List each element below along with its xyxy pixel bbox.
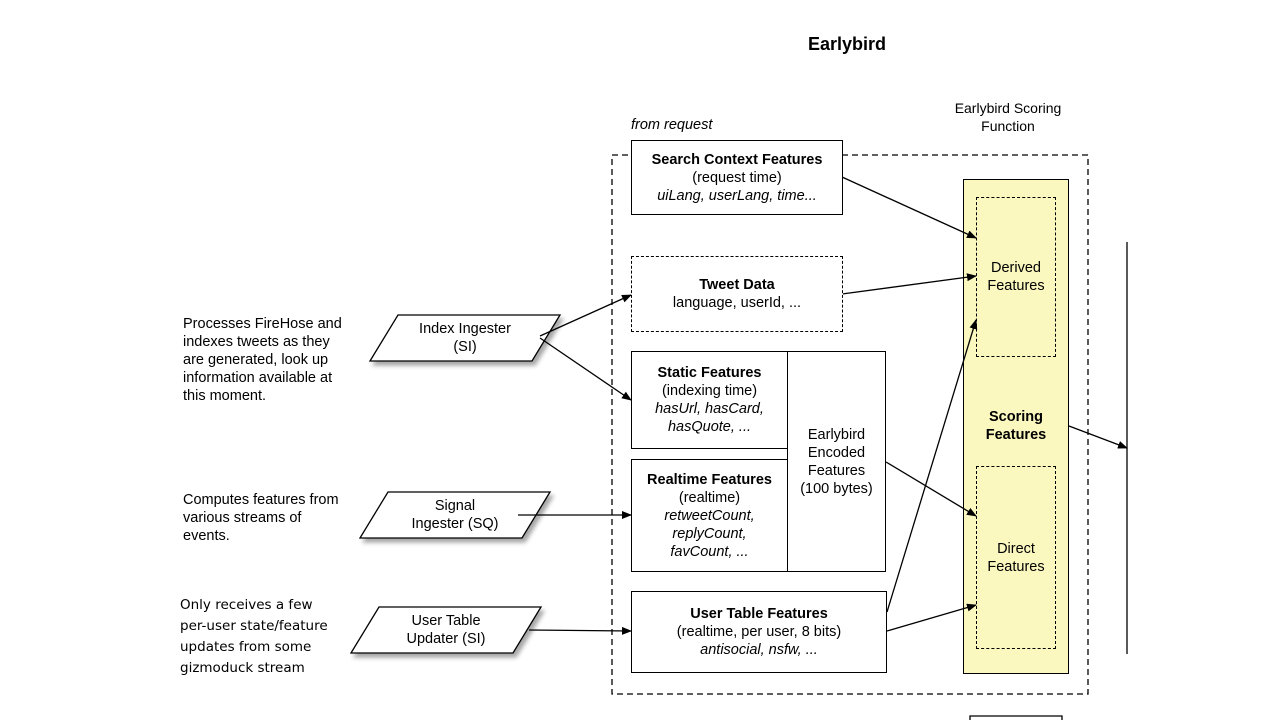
encoded-features-box[interactable]: Earlybird Encoded Features (100 bytes) [787,351,886,572]
signal-ingester-shape [358,491,552,539]
note-line: events. [183,528,230,544]
static-features-box[interactable]: Static Features (indexing time) hasUrl, … [631,351,788,449]
signal-ingester-line1: Signal [434,498,476,514]
earlybird-frame [611,154,1089,695]
note-line: updates from some [180,639,312,655]
user-table-updater-line1: User Table [411,613,481,629]
derived-features-box[interactable]: Derived Features [976,197,1056,357]
user-table-updater[interactable]: User Table Updater (SI) [365,612,527,648]
user-table-features-box[interactable]: User Table Features (realtime, per user,… [631,591,887,673]
realtime-features-box[interactable]: Realtime Features (realtime) retweetCoun… [631,459,788,572]
scoring-function-panel [963,179,1069,674]
note-line: Computes features from [183,492,339,508]
scoring-function-label: Earlybird Scoring Function [938,99,1078,135]
note-line: gizmoduck stream [180,660,305,676]
static-features-line3: hasQuote, ... [667,419,752,435]
signal-ingester[interactable]: Signal Ingester (SQ) [374,497,536,533]
scoring-function-label-line2: Function [981,118,1035,134]
scoring-features-label: Scoring Features [963,408,1069,444]
encoded-features-line4: (100 bytes) [800,480,873,497]
search-context-line1: (request time) [692,169,782,186]
tweet-data-title: Tweet Data [699,277,775,293]
user-table-features-line2: antisocial, nsfw, ... [700,642,818,658]
arrow-tweet-to-derived [841,273,977,295]
index-ingester-note: Processes FireHose and indexes tweets as… [183,315,342,405]
note-line: various streams of [183,510,302,526]
note-line: indexes tweets as they [183,334,330,350]
tweet-data-box[interactable]: Tweet Data language, userId, ... [631,256,843,332]
index-ingester-shape [368,314,562,362]
arrow-usertable-to-derived [886,319,978,613]
arrow-usertable-updater-to-features [528,626,632,635]
direct-features-line2: Features [987,558,1045,575]
direct-features-box[interactable]: Direct Features [976,466,1056,649]
from-request-label: from request [631,117,713,133]
arrow-index-to-static [539,337,632,401]
static-features-title: Static Features [657,365,762,381]
static-features-line2: hasUrl, hasCard, [655,401,764,417]
signal-ingester-note: Computes features from various streams o… [183,491,339,545]
partial-box-bottom [969,715,1063,720]
arrow-search-to-derived [841,176,977,239]
derived-features-line2: Features [987,278,1045,294]
realtime-features-line1: (realtime) [678,489,741,506]
derived-features-line1: Derived [991,260,1041,276]
search-context-line2: uiLang, userLang, time... [657,187,817,204]
user-table-updater-shape [349,606,543,654]
note-line: per-user state/feature [180,618,328,634]
note-line: Only receives a few [180,597,313,613]
arrow-usertable-to-direct [886,603,977,632]
search-context-title: Search Context Features [651,151,823,168]
direct-features-line1: Direct [997,540,1035,557]
scoring-features-line2: Features [985,427,1047,443]
user-table-features-title: User Table Features [690,606,828,622]
static-features-line1: (indexing time) [661,383,758,399]
user-table-note: Only receives a few per-user state/featu… [180,595,328,679]
note-line: information available at [183,370,333,386]
realtime-features-line4: favCount, ... [670,543,749,560]
scoring-function-label-line1: Earlybird Scoring [954,100,1062,116]
user-table-features-line1: (realtime, per user, 8 bits) [676,624,842,640]
scoring-features-line1: Scoring [989,409,1043,425]
encoded-features-line1: Earlybird [807,426,866,443]
encoded-features-line2: Encoded [807,444,866,461]
diagram-title: Earlybird [808,34,887,54]
arrow-index-to-tweet [539,294,632,337]
signal-ingester-line2: Ingester (SQ) [411,516,499,532]
note-line: this moment. [183,388,266,404]
index-ingester[interactable]: Index Ingester (SI) [384,320,546,356]
tweet-data-line1: language, userId, ... [672,295,802,311]
encoded-features-line3: Features [807,462,866,479]
note-line: Processes FireHose and [183,316,342,332]
note-line: are generated, look up [183,352,329,368]
index-ingester-line1: Index Ingester [419,321,511,337]
arrow-encoded-to-direct [885,461,977,517]
realtime-features-line3: replyCount, [672,525,747,542]
index-ingester-line2: (SI) [453,339,477,355]
search-context-features-box[interactable]: Search Context Features (request time) u… [631,140,843,215]
realtime-features-line2: retweetCount, [664,507,755,524]
arrow-scoring-to-output [1068,425,1128,449]
realtime-features-title: Realtime Features [647,471,772,488]
user-table-updater-line2: Updater (SI) [406,631,486,647]
